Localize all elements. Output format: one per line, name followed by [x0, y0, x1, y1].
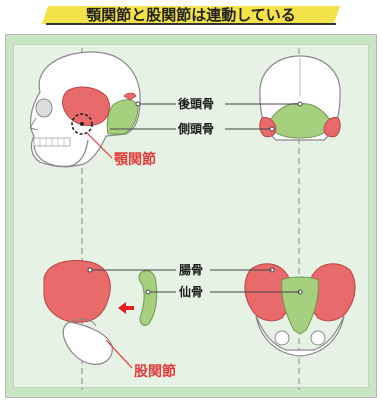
pelvis-side-view	[43, 260, 113, 365]
pelvis-front-pubis	[255, 315, 345, 357]
skull-side-occipital	[106, 99, 139, 135]
skull-back-temporal-left	[259, 117, 277, 138]
skull-side-eye-socket	[35, 98, 53, 118]
pelvis-front-sacrum	[281, 276, 319, 335]
label-ilium: 腸骨	[179, 263, 204, 277]
leader-hip-joint	[105, 339, 133, 369]
skull-back-view	[259, 55, 341, 141]
pelvis-front-obturator-right	[310, 330, 326, 346]
skull-back-temporal-right	[323, 117, 341, 138]
label-jaw-joint: 顎関節	[114, 152, 156, 168]
page-title: 顎関節と股関節は連動している	[86, 6, 296, 24]
title-underline	[46, 23, 336, 25]
label-sacrum: 仙骨	[179, 285, 204, 299]
pelvis-front-obturator-left	[274, 330, 290, 346]
pelvis-front-view	[244, 263, 356, 357]
skull-side-parietal-mark	[123, 92, 137, 101]
label-hip-joint: 股関節	[134, 364, 176, 380]
pelvis-side-ilium	[43, 260, 111, 323]
arrow-left-icon	[118, 302, 134, 314]
sacrum-side	[138, 270, 158, 326]
label-temporal: 側頭骨	[178, 122, 215, 136]
skull-side-temporal	[62, 86, 110, 126]
skull-side-mandible	[33, 139, 89, 167]
pelvis-front-ilium-right	[308, 263, 356, 322]
leader-jaw-joint	[85, 131, 113, 159]
skull-side-view	[29, 51, 141, 168]
label-occipital: 後頭骨	[178, 97, 215, 111]
title-banner: 顎関節と股関節は連動している	[40, 4, 342, 26]
jaw-joint-marker	[71, 113, 93, 135]
skull-side-nose	[29, 117, 39, 131]
title-highlight	[42, 6, 340, 24]
pelvis-side-ischium	[62, 321, 113, 365]
